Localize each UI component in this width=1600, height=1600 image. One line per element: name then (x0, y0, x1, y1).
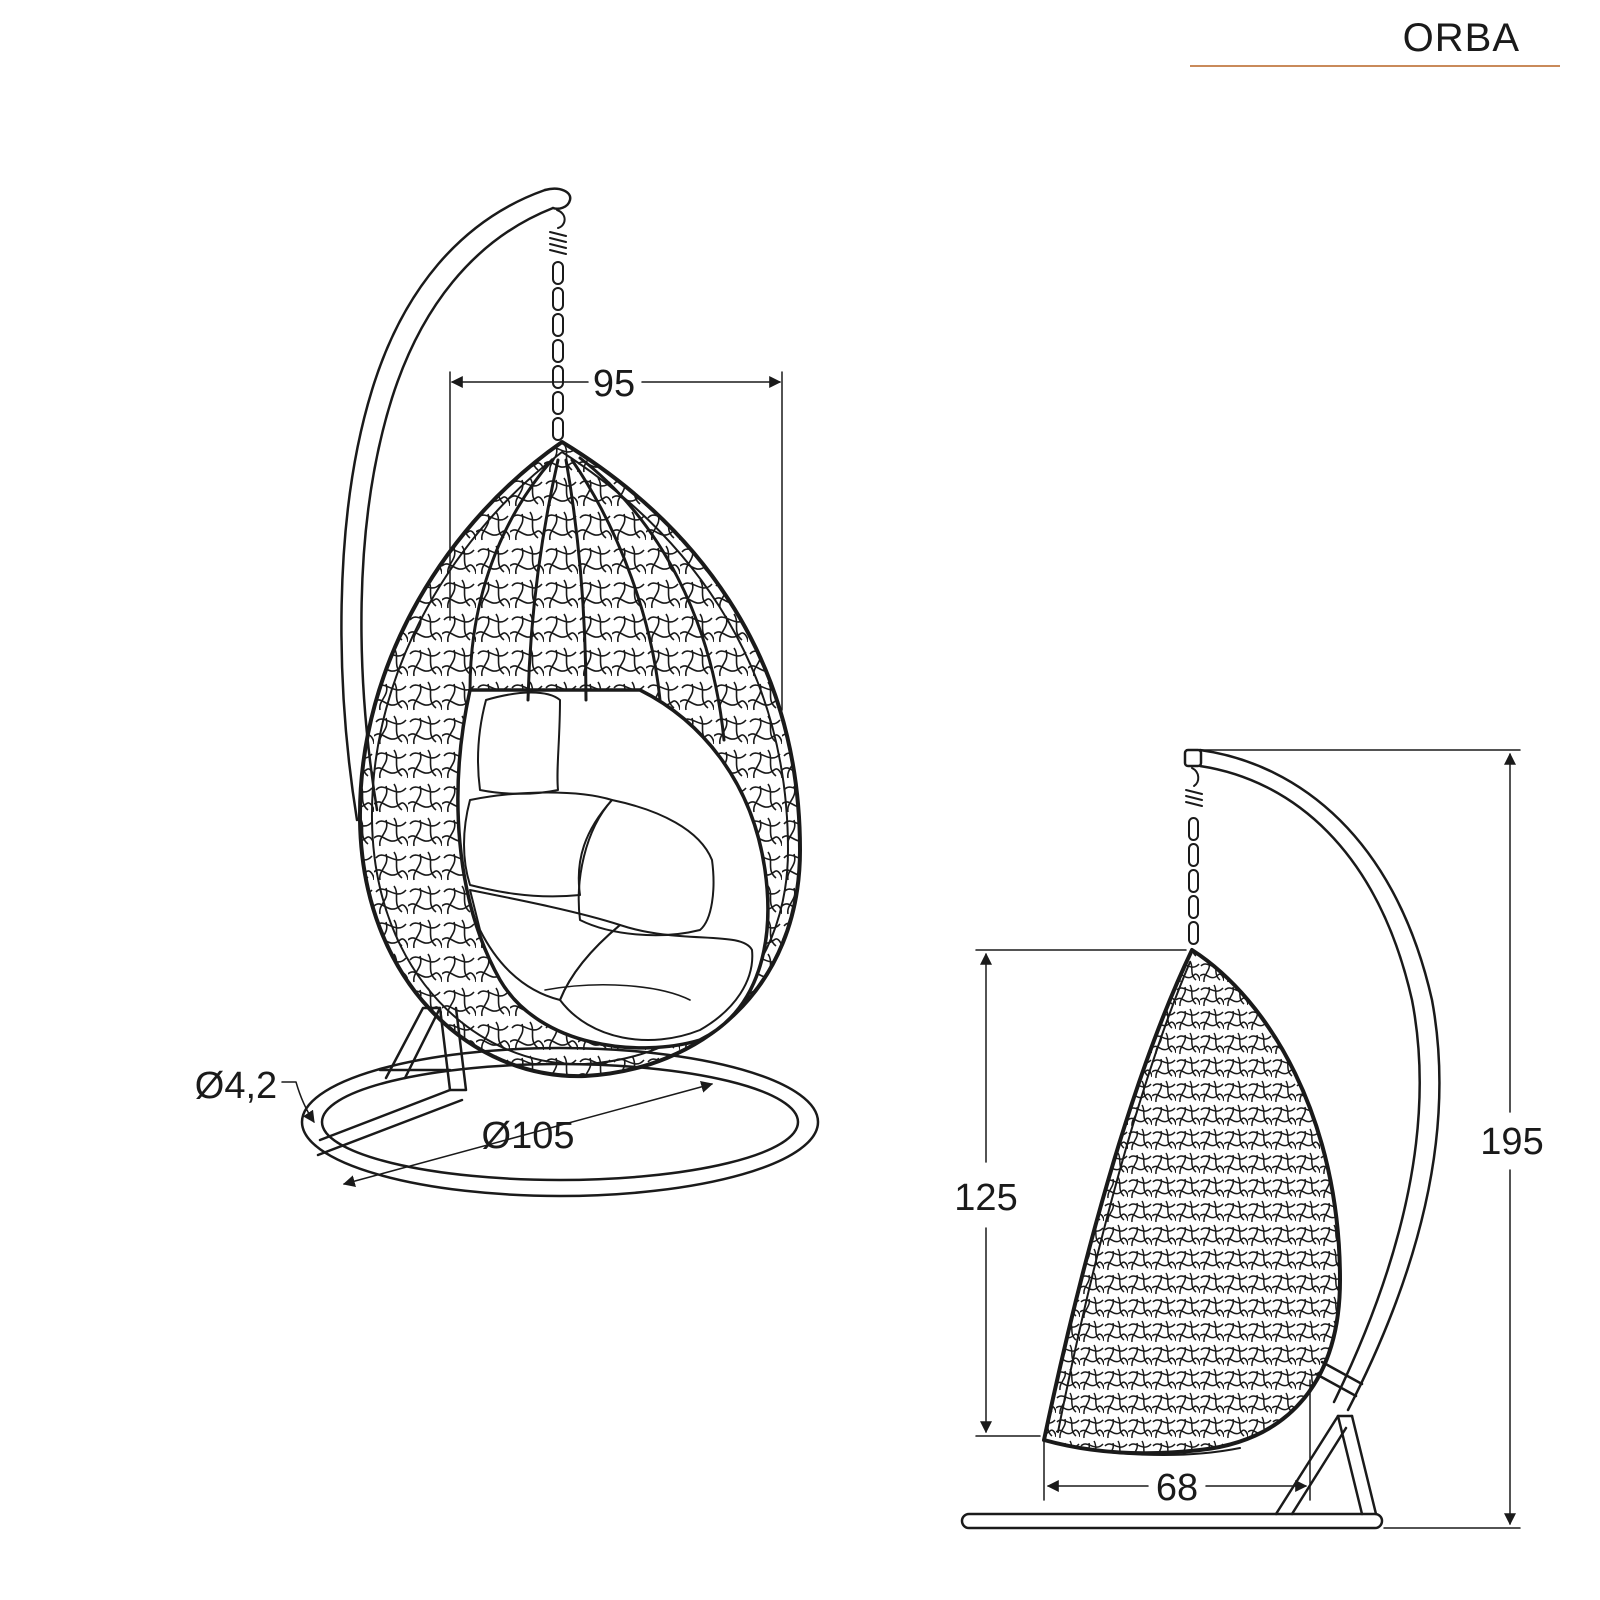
side-base-bar (960, 1512, 1384, 1530)
side-view (960, 748, 1521, 1530)
dim-seat-height (975, 949, 1187, 1437)
front-base-diameter-label: Ø105 (482, 1115, 575, 1157)
title-underline (1190, 65, 1560, 67)
dim-base-diameter (342, 1081, 714, 1187)
side-hanging-chain (1185, 767, 1203, 945)
front-egg-chair (357, 440, 802, 1079)
front-hanging-chain (549, 209, 567, 441)
side-support-legs (1274, 1360, 1378, 1516)
side-total-height-label: 195 (1480, 1121, 1543, 1163)
side-seat-height-label: 125 (954, 1177, 1017, 1219)
front-view (281, 187, 820, 1198)
side-stand-arc (1183, 748, 1441, 1412)
front-tube-diameter-label: Ø4,2 (195, 1065, 277, 1107)
front-stand-arc (340, 187, 572, 822)
side-egg-chair (1042, 948, 1342, 1456)
dim-width-front (449, 371, 783, 711)
dim-depth (1043, 1379, 1311, 1501)
dim-total-height (1201, 749, 1521, 1529)
dim-tube-diameter (281, 1081, 315, 1123)
product-title: ORBA (1402, 16, 1520, 60)
front-width-label: 95 (593, 363, 635, 405)
side-depth-label: 68 (1156, 1467, 1198, 1509)
